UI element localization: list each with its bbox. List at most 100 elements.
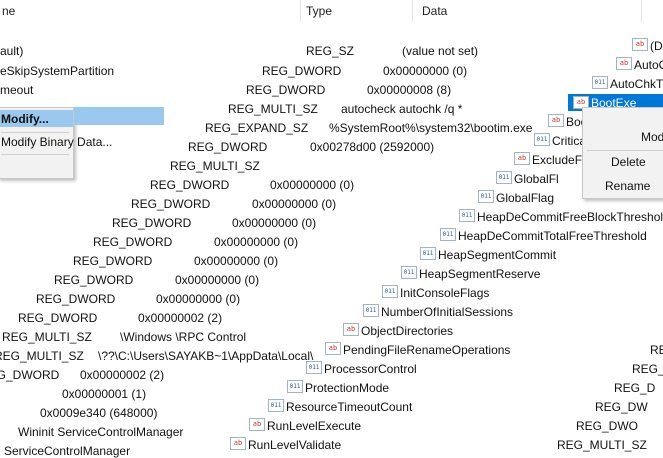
value-type[interactable]: REG_MULTI_SZ <box>2 330 92 344</box>
column-separator[interactable] <box>641 0 642 22</box>
string-value-icon: ab <box>548 114 564 127</box>
value-data[interactable]: 0x00278d00 (2592000) <box>310 140 435 154</box>
menu-item-modify[interactable]: Modi <box>641 130 663 144</box>
column-separator[interactable] <box>300 0 301 22</box>
value-type[interactable]: REG_DWORD <box>262 64 342 78</box>
string-value-icon: ab <box>249 418 265 431</box>
value-name[interactable]: AutoCh <box>634 58 663 72</box>
value-name[interactable]: ProtectionMode <box>305 381 390 395</box>
value-data[interactable]: 0x00000008 (8) <box>367 83 452 97</box>
menu-separator <box>587 150 663 151</box>
value-type[interactable]: REG_SZ <box>306 44 355 58</box>
value-name[interactable]: ResourceTimeoutCount <box>286 400 413 414</box>
value-data[interactable]: 0x0009e340 (648000) <box>40 406 158 420</box>
value-data[interactable]: 0x00000000 (0) <box>383 64 468 78</box>
binary-value-icon: 011 <box>401 266 417 279</box>
column-data-header[interactable]: Data <box>422 4 448 18</box>
binary-value-icon: 011 <box>287 380 303 393</box>
value-type[interactable]: REG_DWORD <box>0 368 60 382</box>
binary-value-icon: 011 <box>382 285 398 298</box>
value-type[interactable]: REG_DWORD <box>93 235 173 249</box>
value-name-selected[interactable]: BootExe <box>591 96 637 110</box>
menu-item-modify-binary[interactable]: Modify Binary Data... <box>1 135 113 149</box>
value-type[interactable]: REG_DWORD <box>54 273 134 287</box>
menu-separator <box>1 154 69 155</box>
value-data[interactable]: Wininit ServiceControlManager <box>18 425 184 439</box>
value-name[interactable]: ault) <box>0 44 24 58</box>
value-name[interactable]: ObjectDirectories <box>361 324 454 338</box>
value-name[interactable]: HeapSegmentReserve <box>419 267 541 281</box>
binary-value-icon: 011 <box>268 399 284 412</box>
value-name[interactable]: meout <box>0 83 34 97</box>
value-type[interactable]: REG_DWO <box>576 419 639 433</box>
string-value-icon: ab <box>325 342 341 355</box>
column-name-header[interactable]: ne <box>2 4 16 18</box>
value-name[interactable]: InitConsoleFlags <box>400 286 490 300</box>
column-separator[interactable] <box>412 0 413 22</box>
value-type[interactable]: REG <box>650 343 663 357</box>
value-name[interactable]: HeapSegmentCommit <box>438 248 557 262</box>
value-data[interactable]: 0x00000000 (0) <box>270 178 355 192</box>
value-type[interactable]: REG_DWORD <box>18 311 98 325</box>
binary-value-icon: 011 <box>478 190 494 203</box>
binary-value-icon: 011 <box>496 171 512 184</box>
binary-value-icon: 011 <box>592 76 608 89</box>
column-header: ne Type Data <box>0 0 663 22</box>
value-data[interactable]: 0x00000001 (1) <box>62 387 147 401</box>
value-data[interactable]: %SystemRoot%\system32\bootim.exe <box>329 121 533 135</box>
value-name[interactable]: GlobalFlag <box>496 191 555 205</box>
menu-item-highlight-trail <box>74 107 164 125</box>
menu-item-highlight <box>0 110 73 127</box>
value-name[interactable]: NumberOfInitialSessions <box>381 305 514 319</box>
value-data[interactable]: (value not set) <box>402 44 479 58</box>
menu-separator <box>1 132 69 133</box>
value-name[interactable]: RunLevelExecute <box>267 419 362 433</box>
value-type[interactable]: REG_DWORD <box>246 83 326 97</box>
binary-value-icon: 011 <box>440 228 456 241</box>
column-type-header[interactable]: Type <box>306 4 333 18</box>
value-type[interactable]: REG_DWORD <box>188 140 268 154</box>
value-type[interactable]: REG_EXPAND_SZ <box>205 121 309 135</box>
context-menu: Modi Delete Rename <box>582 107 663 199</box>
value-data[interactable]: 0x00000000 (0) <box>232 216 317 230</box>
value-type[interactable]: REG_D <box>614 381 656 395</box>
value-name[interactable]: ExcludeF <box>532 153 583 167</box>
value-name[interactable]: RunLevelValidate <box>248 438 342 452</box>
value-name[interactable]: AutoChkTi <box>610 77 663 91</box>
value-data[interactable]: autocheck autochk /q * <box>341 102 463 116</box>
menu-item-delete[interactable]: Delete <box>611 155 646 169</box>
value-type[interactable]: REG_DWORD <box>73 254 153 268</box>
value-name[interactable]: HeapDeCommitFreeBlockThreshold <box>477 210 663 224</box>
value-type[interactable]: REG_MULTI_SZ <box>170 159 260 173</box>
menu-item-rename[interactable]: Rename <box>605 179 651 193</box>
value-type[interactable]: REG_DWORD <box>112 216 192 230</box>
binary-value-icon: 011 <box>363 304 379 317</box>
value-type[interactable]: REG_DWORD <box>131 197 211 211</box>
value-name[interactable]: HeapDeCommitTotalFreeThreshold <box>458 229 647 243</box>
value-name[interactable]: PendingFileRenameOperations <box>343 343 511 357</box>
value-type[interactable]: REG_DWORD <box>36 292 116 306</box>
value-type[interactable]: REG_ <box>632 362 663 376</box>
value-data[interactable]: 0x00000002 (2) <box>80 368 165 382</box>
value-data[interactable]: 0x00000000 (0) <box>194 254 279 268</box>
value-name[interactable]: (De <box>650 39 663 53</box>
value-name[interactable]: eSkipSystemPartition <box>0 64 115 78</box>
value-type[interactable]: REG_MULTI_SZ <box>0 349 84 363</box>
value-type[interactable]: REG_DWORD <box>150 178 230 192</box>
value-data[interactable]: \Windows \RPC Control <box>120 330 247 344</box>
value-data[interactable]: 0x00000000 (0) <box>214 235 299 249</box>
value-data[interactable]: 0x00000000 (0) <box>252 197 337 211</box>
value-type[interactable]: REG_MULTI_SZ <box>557 438 647 452</box>
menu-item-modify[interactable]: Modify... <box>1 112 49 126</box>
value-data[interactable]: 0x00000002 (2) <box>138 311 223 325</box>
value-data[interactable]: 0x00000000 (0) <box>175 273 260 287</box>
value-data[interactable]: \??\C:\Users\SAYAKB~1\AppData\Local\ <box>98 349 314 363</box>
value-data[interactable]: 0x00000000 (0) <box>156 292 241 306</box>
value-data[interactable]: ServiceControlManager <box>4 444 131 458</box>
value-name[interactable]: ProcessorControl <box>324 362 417 376</box>
context-menu: Modify... Modify Binary Data... <box>0 107 112 179</box>
value-type[interactable]: REG_MULTI_SZ <box>228 102 318 116</box>
value-type[interactable]: REG_DW <box>595 400 648 414</box>
value-name[interactable]: GlobalFl <box>514 172 559 186</box>
binary-value-icon: 011 <box>306 361 322 374</box>
